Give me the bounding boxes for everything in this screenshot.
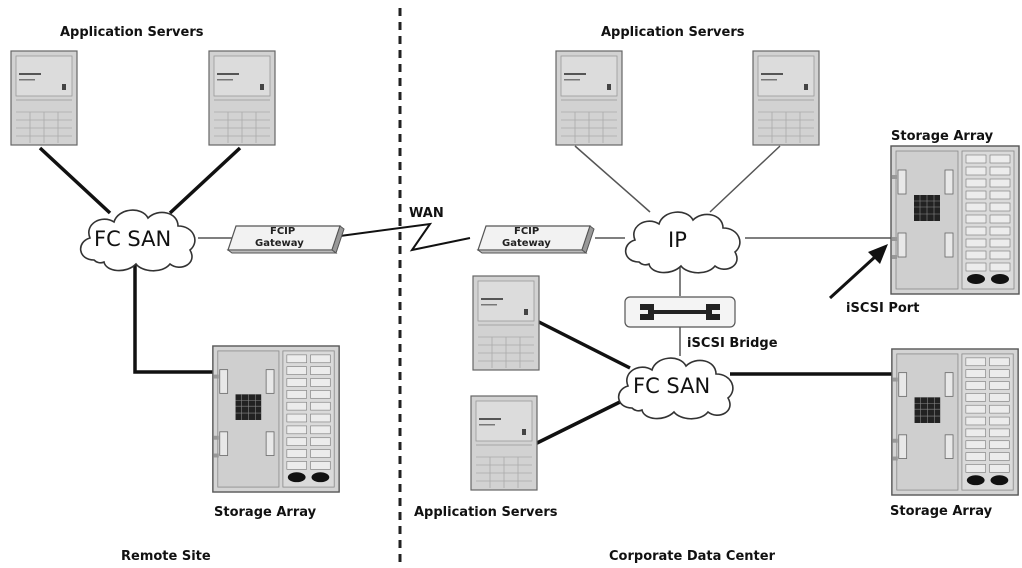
corporate-data-center-label: Corporate Data Center	[609, 549, 776, 564]
ip-cloud-label: IP	[668, 228, 687, 252]
remote-storage-label: Storage Array	[214, 505, 317, 520]
storage-array-icon	[891, 348, 1019, 496]
remote-app-servers-label: Application Servers	[60, 25, 204, 40]
corp-app-servers-top-label: Application Servers	[601, 25, 745, 40]
corporate-links	[534, 145, 893, 446]
storage-array-icon	[212, 345, 340, 493]
server-icon	[555, 50, 623, 146]
arrow-head	[868, 244, 888, 264]
server-icon	[470, 395, 538, 491]
bridge-icon	[624, 296, 736, 328]
server-icon	[10, 50, 78, 146]
arrow-icon	[828, 254, 878, 300]
iscsi-bridge-label: iSCSI Bridge	[687, 336, 778, 351]
wan-link	[339, 222, 471, 252]
storage-array-icon	[890, 145, 1020, 295]
remote-fc-san-label: FC SAN	[94, 227, 171, 251]
server-icon	[752, 50, 820, 146]
server-icon	[208, 50, 276, 146]
corp-storage-top-label: Storage Array	[891, 129, 994, 144]
remote-links	[38, 146, 242, 374]
remote-site-label: Remote Site	[121, 549, 211, 564]
corp-fc-san-label: FC SAN	[633, 374, 710, 398]
corp-storage-bottom-label: Storage Array	[890, 504, 993, 519]
iscsi-port-label: iSCSI Port	[846, 301, 919, 316]
wan-label: WAN	[409, 206, 444, 221]
remote-gateway-line2: Gateway	[255, 238, 304, 249]
server-icon	[472, 275, 540, 371]
remote-gateway-line1: FCIP	[270, 226, 295, 237]
corp-gateway-line1: FCIP	[514, 226, 539, 237]
corp-app-servers-bottom-label: Application Servers	[414, 505, 558, 520]
corp-gateway-line2: Gateway	[502, 238, 551, 249]
